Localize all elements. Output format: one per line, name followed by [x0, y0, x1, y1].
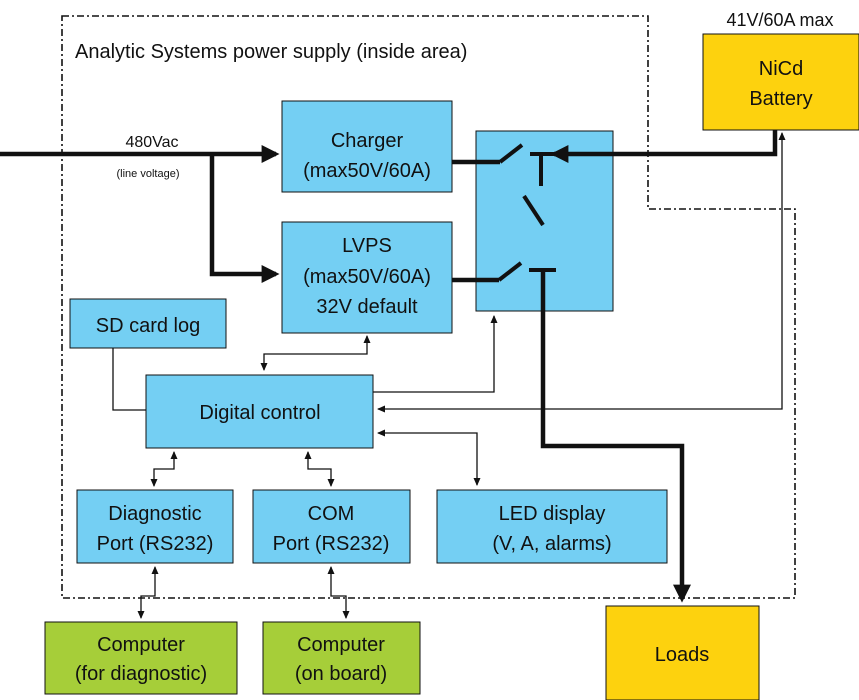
battery-label: NiCd — [759, 58, 803, 80]
diagnostic-port-label: Diagnostic — [108, 503, 201, 525]
battery-sublabel: Battery — [749, 88, 812, 110]
lvps-label: LVPS — [342, 235, 392, 257]
diag-port-control-link — [150, 451, 178, 487]
com-port-sublabel: Port (RS232) — [273, 533, 390, 555]
diagnostic-port-block: Diagnostic Port (RS232) — [76, 489, 234, 564]
led-display-label: LED display — [499, 503, 606, 525]
charger-rating: (max50V/60A) — [303, 160, 431, 182]
signal-lines — [112, 132, 786, 619]
lvps-rating: (max50V/60A) — [303, 266, 431, 288]
input-voltage-label: 480Vac — [125, 134, 178, 151]
charger-block: Charger (max50V/60A) — [281, 100, 453, 193]
digital-control-block: Digital control — [145, 374, 374, 449]
battery-rating: 41V/60A max — [726, 10, 833, 30]
inside-area-boundary — [61, 15, 796, 599]
battery-sense-link — [377, 132, 786, 413]
sd-card-log-label: SD card log — [96, 315, 201, 337]
com-port-block: COM Port (RS232) — [252, 489, 411, 564]
onboard-computer-link — [327, 566, 350, 619]
input-to-lvps-line — [209, 154, 280, 283]
loads-label: Loads — [655, 644, 710, 666]
com-port-label: COM — [308, 503, 355, 525]
lvps-default: 32V default — [316, 296, 418, 318]
computer-onboard-sublabel: (on board) — [295, 663, 387, 685]
charger-label: Charger — [331, 130, 404, 152]
led-display-link — [377, 429, 481, 486]
led-display-sublabel: (V, A, alarms) — [492, 533, 611, 555]
computer-onboard-block: Computer (on board) — [262, 621, 421, 695]
diag-computer-link — [137, 566, 159, 619]
sd-card-log-block: SD card log — [69, 298, 227, 349]
lvps-control-link — [260, 335, 371, 371]
digital-control-label: Digital control — [199, 402, 320, 424]
input-voltage-sublabel: (line voltage) — [117, 168, 180, 180]
computer-diagnostic-sublabel: (for diagnostic) — [75, 663, 207, 685]
com-port-control-link — [304, 451, 335, 487]
battery-block: NiCd Battery — [702, 33, 859, 131]
page-title: Analytic Systems power supply (inside ar… — [75, 41, 467, 63]
computer-diagnostic-block: Computer (for diagnostic) — [44, 621, 238, 695]
lvps-block: LVPS (max50V/60A) 32V default — [281, 221, 453, 334]
loads-block: Loads — [605, 605, 760, 700]
computer-diagnostic-label: Computer — [97, 634, 185, 656]
computer-onboard-label: Computer — [297, 634, 385, 656]
diagnostic-port-sublabel: Port (RS232) — [97, 533, 214, 555]
sd-log-link — [112, 348, 146, 411]
led-display-block: LED display (V, A, alarms) — [436, 489, 668, 564]
